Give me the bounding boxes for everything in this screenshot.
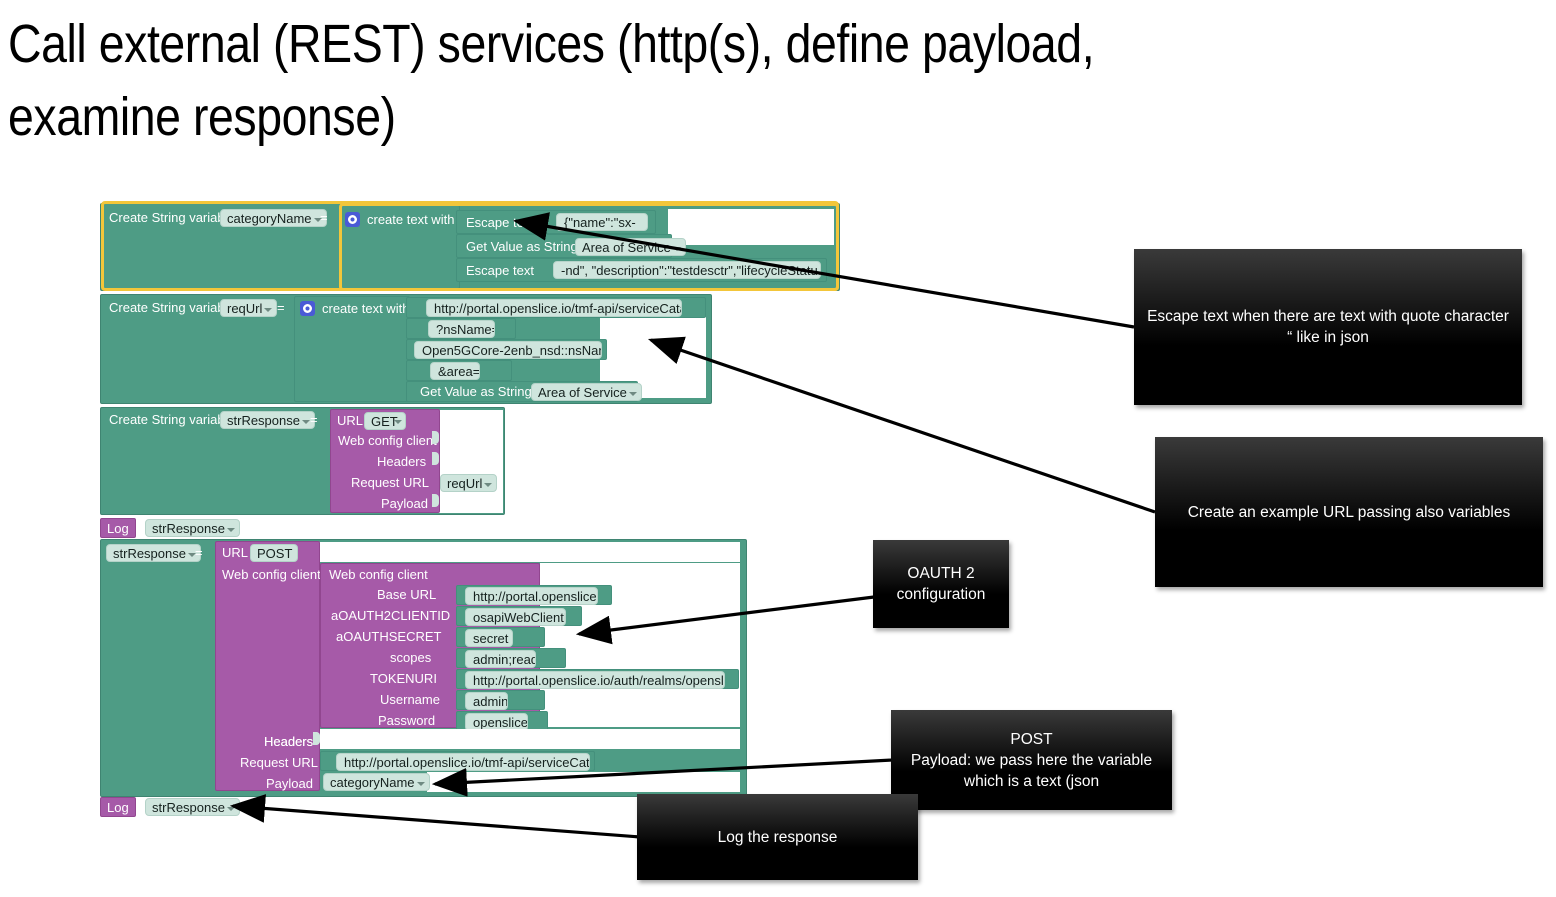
block2-row-3-value[interactable]: &area= [430,362,480,380]
block4-gap-payload [427,772,740,792]
block2-create-text-label: create text with [322,301,410,316]
block4-tail-2-value[interactable]: categoryName [323,773,430,791]
block1-equals: = [320,210,328,225]
block4-config-5-value[interactable]: admin [465,692,508,710]
block3-field-0-label: Web config client [338,433,437,448]
block2-equals: = [277,300,285,315]
block3-method-chip[interactable]: GET [364,412,406,430]
block4-url-post[interactable] [215,541,320,791]
callout-oauth: OAUTH 2 configuration [873,540,1009,628]
block3-variable-chip[interactable]: strResponse [220,411,315,429]
block4-config-3-value[interactable]: admin;read [465,650,536,668]
block4-tail-0-plug2 [313,732,320,745]
block4-config-0-value[interactable]: http://portal.openslice.io [465,587,598,605]
block4-config-6-label: Password [378,713,436,728]
block-log-2-variable[interactable]: strResponse [145,798,240,816]
block2-row-2-value[interactable]: Open5GCore-2enb_nsd::nsName [414,341,602,359]
block4-variable-chip[interactable]: strResponse [106,544,201,562]
block1-row-2-label: Escape text [466,263,534,278]
block4-webconfig-title: Web config client [329,567,428,582]
block4-tail-2-label: Payload [266,776,313,791]
block4-config-1-value[interactable]: osapiWebClientId [465,608,566,626]
block4-method-value: POST [257,546,293,561]
block2-row-4-label: Get Value as String [420,384,532,399]
block4-config-2-value[interactable]: secret [465,629,513,647]
block4-config-2-label: aOAUTHSECRET [336,629,442,644]
block3-field-0-plug [432,431,439,444]
gear-icon[interactable] [300,301,315,316]
gear-icon[interactable] [345,212,360,227]
block-log-2-label: Log [107,800,129,815]
block-log-1[interactable] [100,518,136,538]
block4-url-label: URL [222,545,249,560]
block4-equals: = [195,545,203,560]
block3-statement-label: Create String variable [109,412,235,427]
block1-row-1-label: Get Value as String [466,239,578,254]
block1-row-0-value[interactable]: {"name":"sx- [556,213,648,231]
block1-gap [668,209,834,245]
block3-field-1-label: Headers [377,454,427,469]
block4-config-4-label: TOKENURI [370,671,437,686]
block1-row-0-label: Escape text [466,215,534,230]
block4-config-4-value[interactable]: http://portal.openslice.io/auth/realms/o… [465,671,725,689]
callout-post-payload: POST Payload: we pass here the variable … [891,710,1172,810]
block3-method-dropdown[interactable] [364,412,406,430]
callout-escape-text: Escape text when there are text with quo… [1134,249,1522,405]
block3-field-2-value[interactable]: reqUrl [440,474,498,492]
block1-statement-label: Create String variable [109,210,235,225]
block4-gap-top [316,542,740,562]
block4-webconfig-label: Web config client [222,567,321,582]
block-log-2[interactable] [100,797,136,817]
block4-tail-1-value[interactable]: http://portal.openslice.io/tmf-api/servi… [336,753,590,771]
page-title: Call external (REST) services (http(s), … [8,14,1107,147]
block1-variable-chip[interactable]: categoryName [220,209,327,227]
block3-field-3-plug [432,494,439,507]
block4-config-1-label: aOAUTH2CLIENTID [331,608,451,623]
block2-row-4-value[interactable]: Area of Service [531,383,642,401]
block4-method-chip[interactable]: POST [250,544,298,562]
callout-log-response: Log the response [637,794,918,880]
block3-field-2-label: Request URL [351,475,430,490]
block2-variable-chip[interactable]: reqUrl [220,299,278,317]
block3-gap [431,410,503,513]
block2-row-0-value[interactable]: http://portal.openslice.io/tmf-api/servi… [426,299,682,317]
block1-create-text-label: create text with [367,212,455,227]
block3-url-label: URL [337,413,364,428]
block4-config-5-label: Username [380,692,440,707]
block3-method-value: GET [371,414,398,429]
block4-gap-headers [320,729,740,749]
block3-equals: = [310,412,318,427]
block4-tail-0-label2: Headers [264,734,314,749]
block4-config-0-label: Base URL [377,587,437,602]
block3-field-3-label: Payload [381,496,428,511]
callout-create-url: Create an example URL passing also varia… [1155,437,1543,587]
block-log-1-variable[interactable]: strResponse [145,519,240,537]
block4-config-3-label: scopes [390,650,432,665]
block2-statement-label: Create String variable [109,300,235,315]
block2-row-1-value[interactable]: ?nsName= [428,320,495,338]
block3-field-1-plug [432,452,439,465]
block4-tail-1-label: Request URL [240,755,319,770]
block1-row-2-value[interactable]: -nd", "description":"testdesctr","lifecy… [553,261,821,279]
block1-row-1-value[interactable]: Area of Service [575,238,686,256]
block-log-1-label: Log [107,521,129,536]
block4-tail-0-label: Headers [264,734,314,749]
